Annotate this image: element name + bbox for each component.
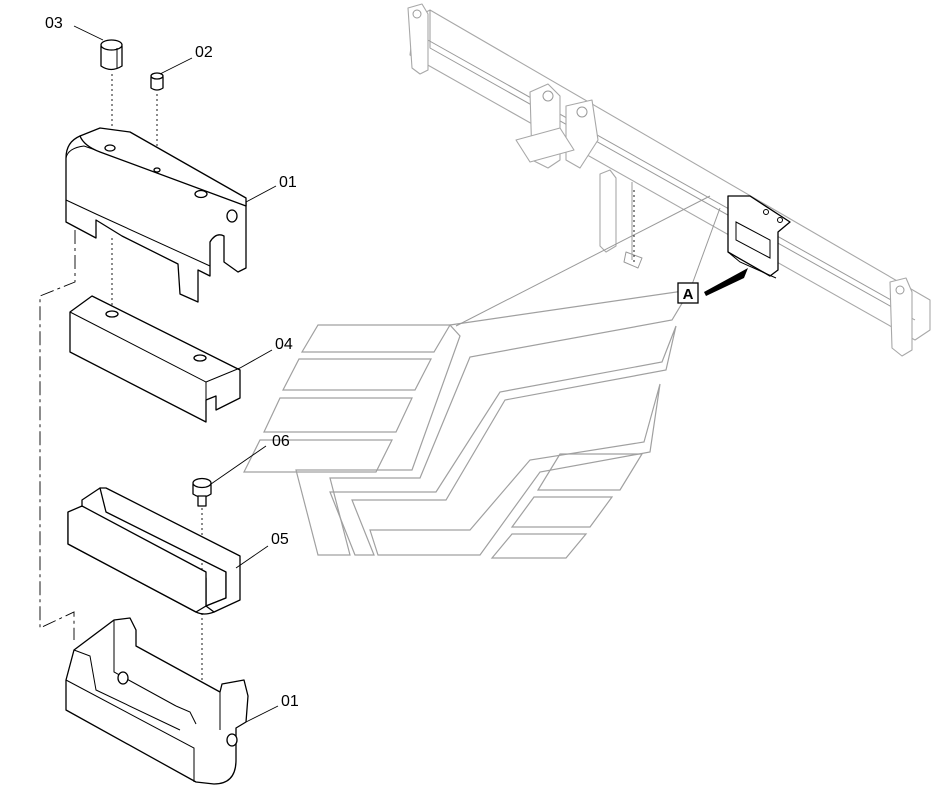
guard-location-highlight xyxy=(727,195,791,279)
part-06-bolt xyxy=(192,477,212,507)
label-part-06: 06 xyxy=(272,433,290,450)
part-05-u-channel xyxy=(67,487,241,615)
watermark-logo xyxy=(243,289,692,559)
assembly-centerline xyxy=(39,230,76,640)
label-part-04: 04 xyxy=(275,336,293,353)
part-labels: 03 02 01 04 06 05 01 xyxy=(45,15,299,710)
leader-lines xyxy=(73,25,279,723)
view-callout-a: A xyxy=(677,268,748,304)
part-01-upper-housing xyxy=(65,127,247,303)
part-01-lower-housing xyxy=(65,617,249,785)
label-part-03: 03 xyxy=(45,15,63,32)
label-part-01-top: 01 xyxy=(279,174,297,191)
frame-assembly-overview xyxy=(407,3,931,357)
label-part-05: 05 xyxy=(271,531,289,548)
label-part-01-bottom: 01 xyxy=(281,693,299,710)
part-03-cap xyxy=(100,39,123,71)
callout-letter: A xyxy=(683,286,694,303)
part-02-set-screw xyxy=(150,72,164,91)
label-part-02: 02 xyxy=(195,44,213,61)
part-04-inner-channel xyxy=(69,295,241,423)
